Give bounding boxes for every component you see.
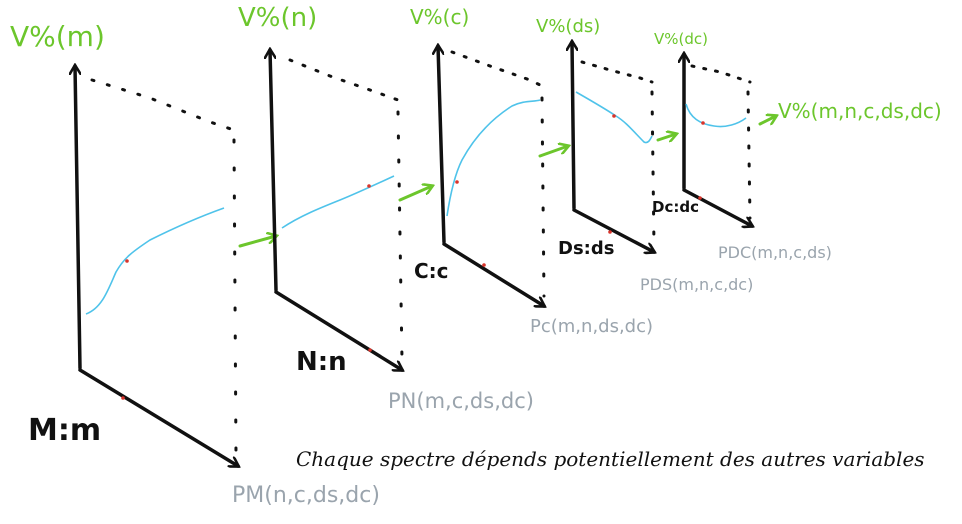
panel-m-y-label: V%(m)	[10, 20, 105, 53]
panel-dc: V%(dc) Dc:dc PDC(m,n,c,ds)	[652, 30, 832, 262]
panel-dc-curve-point	[701, 121, 705, 125]
panel-c-axis-point	[482, 263, 486, 267]
arrow-n-to-c	[398, 186, 432, 202]
panel-n-curve-point	[367, 184, 371, 188]
panel-c-curve-point	[455, 180, 459, 184]
panel-m-x-axis	[78, 368, 238, 466]
panel-ds-axis-point	[608, 230, 612, 234]
panel-m-back-dotted-edge	[232, 138, 238, 457]
panel-c-y-axis	[438, 46, 446, 244]
panel-c: V%(c) C:c Pc(m,n,ds,dc)	[410, 5, 653, 337]
panel-n-back-dotted-edge	[396, 110, 404, 362]
panel-dc-top-dotted-edge	[690, 64, 752, 84]
panel-c-p-label: Pc(m,n,ds,dc)	[530, 316, 653, 337]
arrow-m-to-n	[238, 236, 276, 248]
panel-m-x-label: M:m	[28, 413, 101, 448]
panel-m-y-axis	[75, 66, 82, 370]
panel-n: V%(n) N:n PN(m,c,ds,dc)	[238, 3, 534, 413]
arrow-dc-to-output	[758, 116, 776, 126]
panel-m-spectrum-curve	[85, 207, 225, 315]
panel-dc-p-label: PDC(m,n,c,ds)	[718, 243, 832, 262]
arrow-c-to-ds	[538, 146, 568, 158]
panel-ds-back-dotted-edge	[650, 90, 656, 248]
panel-ds-curve-point	[612, 114, 616, 118]
panel-ds-x-axis	[572, 208, 654, 252]
panel-n-y-axis	[270, 50, 278, 292]
panel-c-top-dotted-edge	[450, 50, 544, 88]
panel-c-x-axis	[442, 242, 544, 306]
panel-m-curve-point	[125, 259, 129, 263]
panel-m-top-dotted-edge	[90, 78, 236, 132]
panel-n-axis-point	[368, 348, 372, 352]
panel-ds-top-dotted-edge	[580, 60, 654, 84]
output-label: V%(m,n,c,ds,dc)	[778, 99, 942, 123]
panel-dc-back-dotted-edge	[746, 90, 752, 220]
panel-dc-spectrum-curve	[685, 103, 747, 128]
panel-m-axis-point	[121, 396, 125, 400]
panel-n-spectrum-curve	[281, 175, 395, 229]
panel-ds-spectrum-curve	[575, 91, 653, 144]
panel-c-back-dotted-edge	[540, 96, 546, 298]
panel-ds-x-label: Ds:ds	[558, 238, 614, 259]
panel-n-x-axis	[274, 290, 402, 370]
panel-n-top-dotted-edge	[288, 58, 400, 102]
panel-n-y-label: V%(n)	[238, 3, 317, 33]
panel-n-x-label: N:n	[296, 347, 347, 377]
panel-m-p-label: PM(n,c,ds,dc)	[232, 483, 380, 508]
arrow-ds-to-dc	[656, 134, 676, 140]
panel-ds: V%(ds) Ds:ds PDS(m,n,c,dc)	[536, 16, 753, 294]
panel-dc-axis-point	[698, 196, 702, 200]
panel-dc-x-label: Dc:dc	[652, 198, 699, 216]
panel-dc-x-axis	[682, 188, 752, 226]
panel-c-spectrum-curve	[446, 99, 541, 217]
panel-n-p-label: PN(m,c,ds,dc)	[388, 389, 534, 413]
panel-c-y-label: V%(c)	[410, 5, 469, 29]
panel-ds-y-label: V%(ds)	[536, 16, 600, 37]
panel-m: V%(m) M:m PM(n,c,ds,dc)	[10, 20, 380, 508]
caption: Chaque spectre dépends potentiellement d…	[296, 447, 925, 471]
panel-ds-y-axis	[572, 42, 574, 210]
panel-ds-p-label: PDS(m,n,c,dc)	[640, 275, 753, 294]
panel-c-x-label: C:c	[414, 259, 449, 283]
panel-dc-y-label: V%(dc)	[654, 30, 708, 48]
